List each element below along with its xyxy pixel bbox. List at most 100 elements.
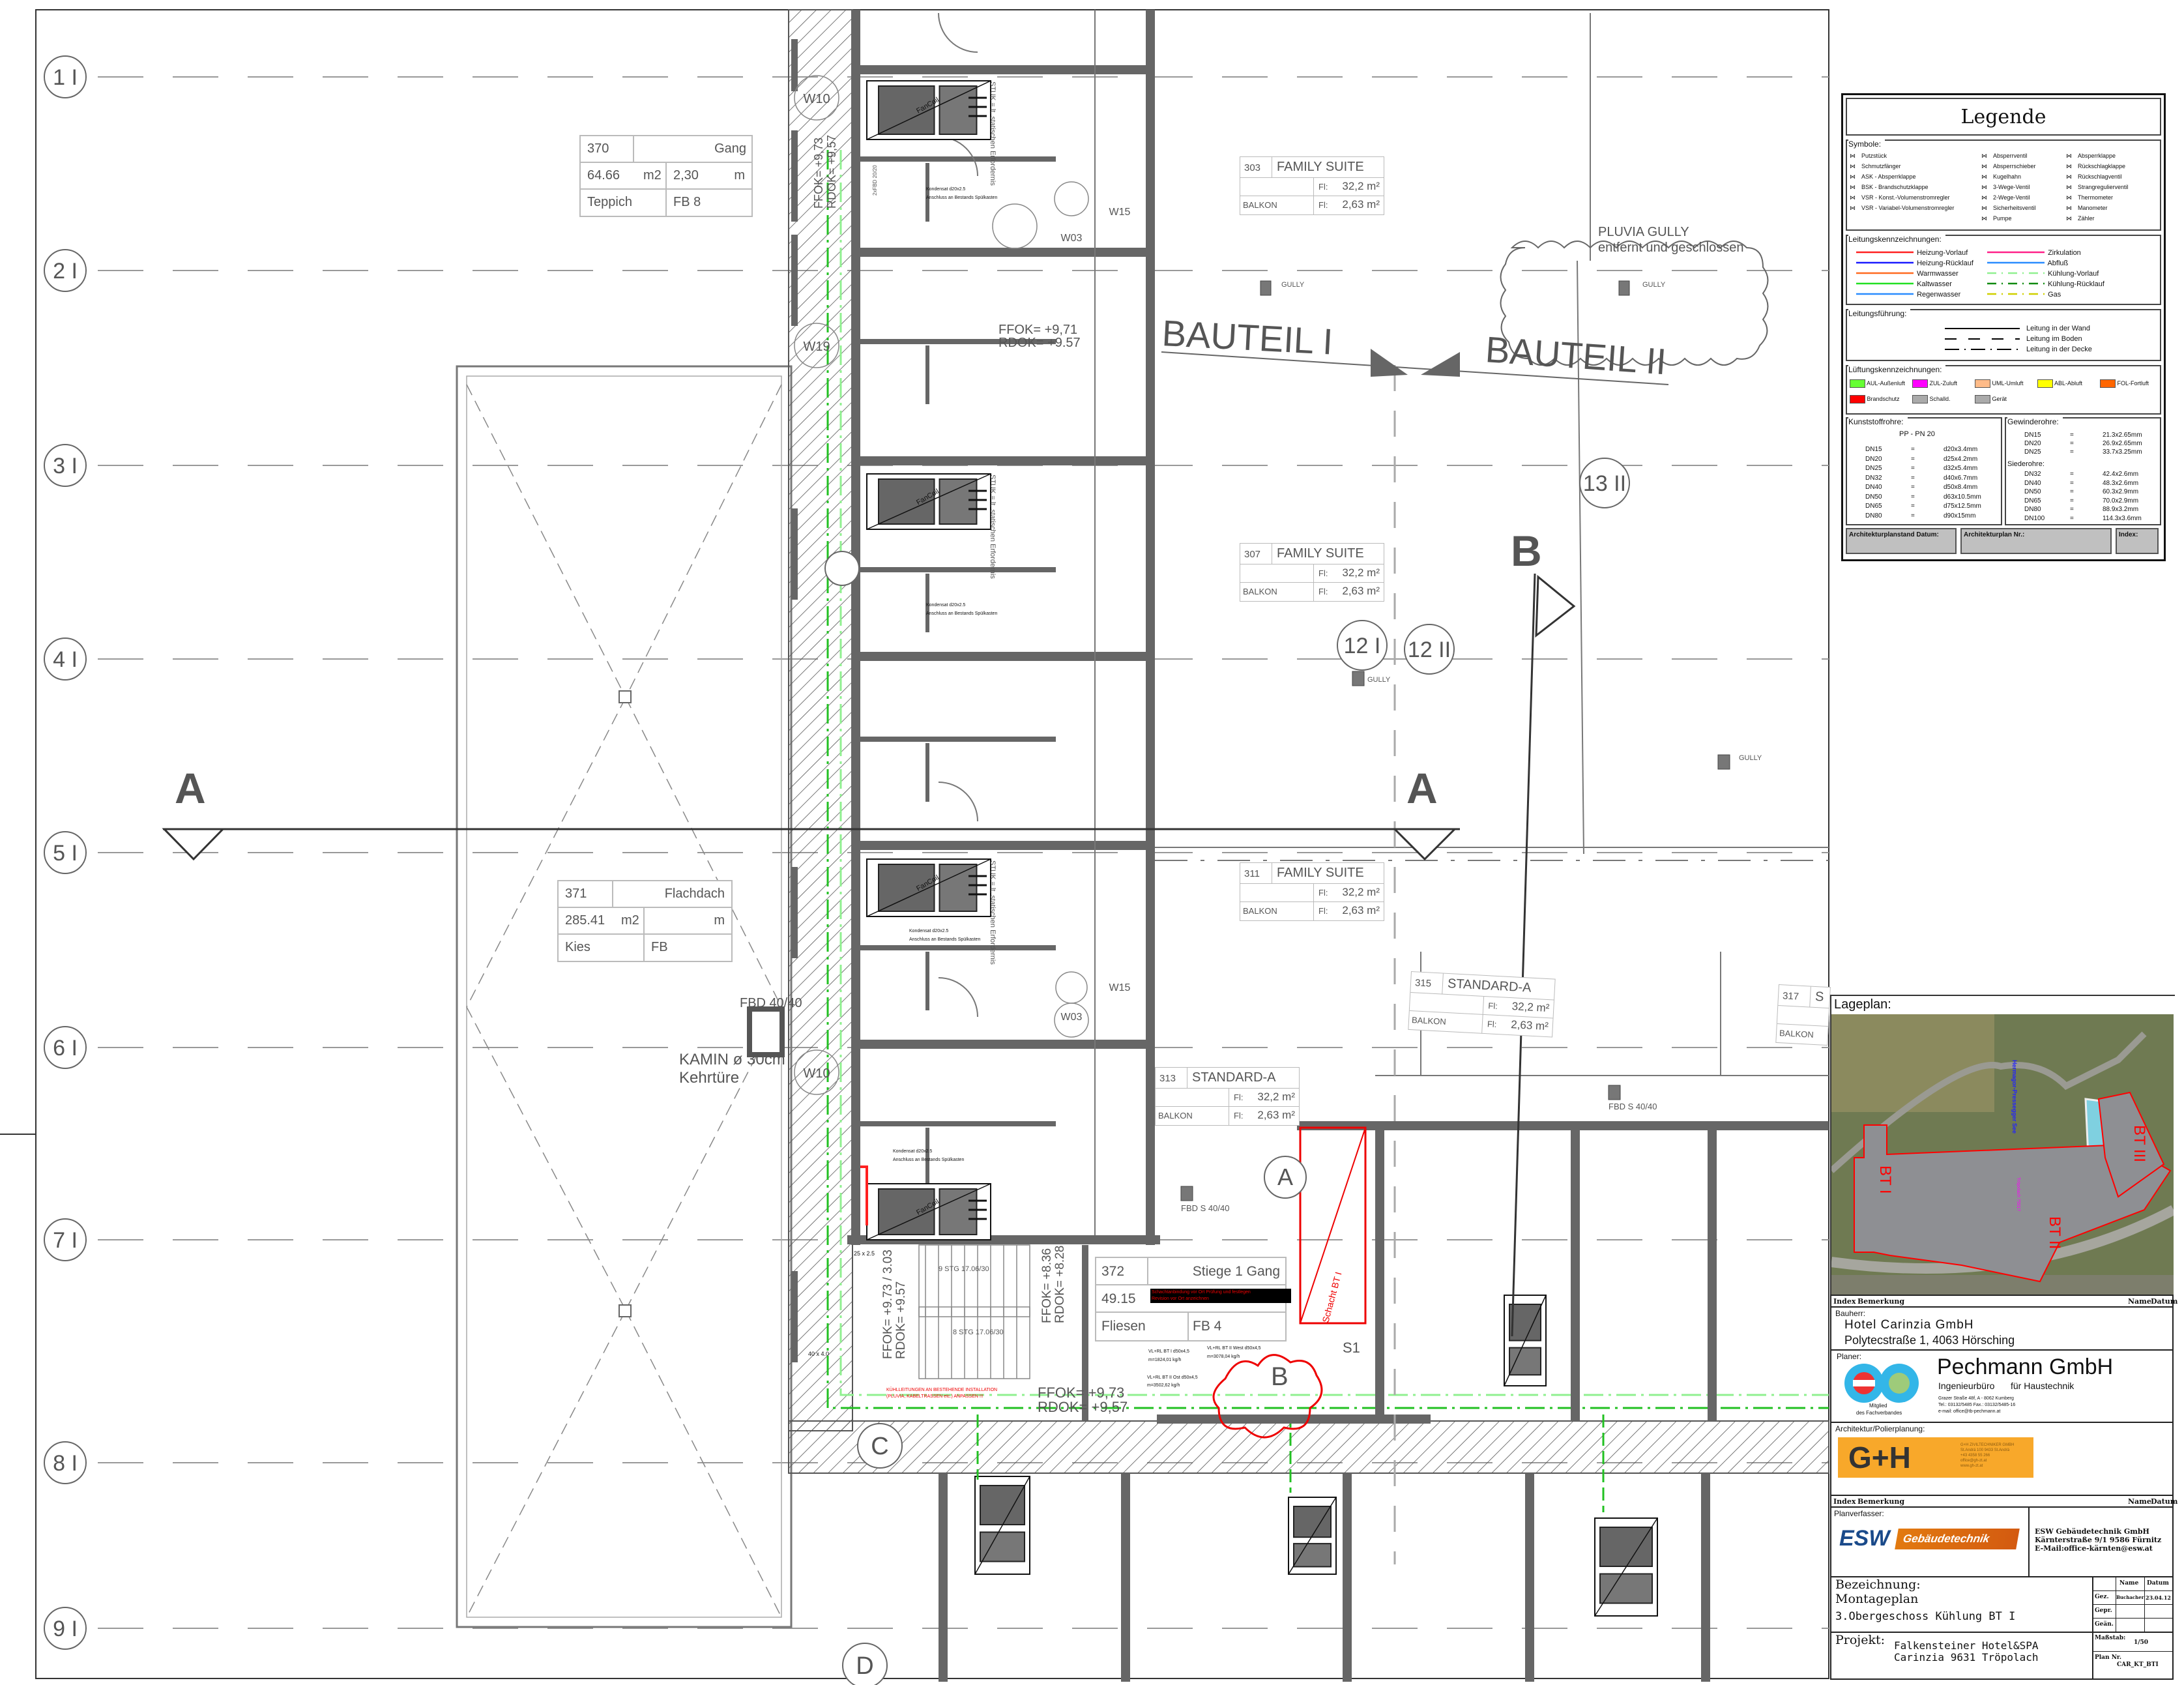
equals-sign: = (2070, 497, 2074, 505)
grid-axis-label: 6 I (53, 1036, 78, 1061)
equals-sign: = (2070, 479, 2074, 487)
rdok-level-vertical: RDOK= +9,57 (825, 135, 838, 209)
pipe-dimension: 88.9x3.2mm (2103, 506, 2139, 513)
legend-symbol-label: Zähler (2078, 215, 2095, 222)
legend-line-label: Heizung-Vorlauf (1917, 249, 1968, 257)
legend-air-item: UML-Umluft (1975, 379, 2024, 388)
condensate-note-2: Anschluss an Bestands Spülkasten (893, 1158, 964, 1162)
legend-symbol-item: ⋈Kugelhahn (1981, 173, 2021, 181)
esw-logo: ESW Gebäudetechnik (1839, 1526, 2022, 1551)
designation-subtitle: 3.Obergeschoss Kühlung BT I (1835, 1610, 2016, 1623)
ffok-level-vertical: FFOK= +9,73 (812, 138, 825, 209)
legend-line-item: Abfluß (1987, 259, 2068, 267)
legend-air-label: AUL-Außenluft (1867, 379, 1906, 387)
valve-symbol-icon: ⋈ (1981, 153, 1987, 159)
legend-line-label: Abfluß (2047, 259, 2069, 267)
room-name: S (1814, 989, 1824, 1004)
pipe-dimension: 60.3x2.9mm (2103, 488, 2139, 495)
ffok-stair: FFOK= +9.73 / 3.03 (881, 1250, 895, 1359)
planner-section: Planer: Mitglied des Fachverbandes Pechm… (1830, 1349, 2174, 1423)
fan-coil-unit (1504, 1295, 1547, 1386)
balcony-label: BALKON (1243, 200, 1277, 210)
legend-line-item: Kaltwasser (1856, 280, 1952, 288)
equals-sign: = (1911, 446, 1915, 453)
room-name: FAMILY SUITE (1277, 546, 1364, 561)
air-swatch-icon (2037, 379, 2053, 388)
legend-symbol-item: ⋈ASK - Absperrklappe (1850, 173, 1916, 181)
client-address: Polytecstraße 1, 4063 Hörsching (1844, 1334, 2015, 1347)
pipe-dimension: 48.3x2.6mm (2103, 479, 2139, 487)
legend-line-item: Heizung-Rücklauf (1856, 259, 1973, 267)
pipe-dimension: d40x6.7mm (1944, 474, 1978, 482)
legend-panel: Legende Symbole:⋈Putzstück⋈Schmutzfänger… (1841, 93, 2166, 561)
air-swatch-icon (1975, 395, 1990, 403)
legend-symbol-item: ⋈Rückschlagventil (2066, 173, 2122, 181)
pipe-dimension: 33.7x3.25mm (2103, 448, 2142, 456)
room-name: STANDARD-A (1192, 1070, 1276, 1085)
condensate-note-2: Anschluss an Bestands Spülkasten (909, 937, 980, 942)
room-number: 372 (1101, 1264, 1125, 1279)
legend-line-item: Zirkulation (1987, 249, 2081, 257)
routing-floor: Leitung im Boden (2026, 335, 2082, 343)
site-plan-label: Lageplan: (1834, 997, 1891, 1012)
sheet-frame (35, 9, 1829, 1679)
member-label-2: des Fachverbandes (1856, 1410, 1902, 1416)
esw-logo-text: ESW (1839, 1526, 1890, 1551)
legend-symbol-label: Absperrventil (1993, 153, 2028, 159)
designation-section: Bezeichnung: Montageplan 3.Obergeschoss … (1830, 1576, 2174, 1633)
room-floor: Teppich (587, 195, 632, 209)
pipe-dimension: 26.9x2.65mm (2103, 440, 2142, 447)
chimney-shaft (747, 1006, 785, 1057)
legend-symbol-label: Absperrschieber (1993, 163, 2036, 169)
legend-symbol-label: Kugelhahn (1993, 173, 2022, 180)
room-height: 2,30 (673, 168, 699, 183)
valve-symbol-icon: ⋈ (2066, 215, 2072, 222)
legend-line-item: Gas (1987, 291, 2061, 299)
window-tag: W10 (803, 1066, 830, 1081)
legend-symbol-label: VSR - Konst.-Volumenstromregler (1861, 194, 1950, 201)
legend-symbol-item: ⋈ Absperrventil (1981, 153, 2028, 160)
legend-line-item: Kühlung-Vorlauf (1987, 270, 2099, 278)
legend-air-item: AUL-Außenluft (1850, 379, 1905, 388)
site-plan-aerial-map: BT I BT II BT III Hermagor-Pressegger Se… (1831, 1014, 2174, 1296)
grid-axis-bubble: 5 I (44, 831, 87, 874)
name-header: Name (2128, 1497, 2151, 1506)
equals-sign: = (1911, 484, 1915, 491)
legend-symbol-label: Absperrklappe (2078, 153, 2116, 159)
index-header: Index (1833, 1497, 1856, 1506)
drawn-by-date: 23.04.12 (2146, 1594, 2171, 1601)
revision-cloud-red (1212, 1354, 1323, 1439)
room-area: 285.41 (565, 913, 605, 928)
pipe-dn: DN20 (1865, 455, 1882, 463)
area-label: Fl: (1488, 1001, 1498, 1012)
legend-air-label: FOL-Fortluft (2117, 379, 2149, 387)
balcony-area: 2,63 m² (1342, 585, 1380, 597)
legend-symbol-label: Strangregulierventil (2078, 184, 2129, 190)
planner-subtitle-2: für Haustechnik (2011, 1381, 2075, 1391)
legend-routing-header: Leitungsführung: (1848, 309, 1911, 318)
chimney-label: KAMIN ø 30cm (679, 1051, 785, 1068)
routing-ceiling: Leitung in der Decke (2026, 345, 2092, 353)
pipe-dim-label: 25 x 2.5 (854, 1250, 875, 1257)
planner-label: Planer: (1837, 1352, 1862, 1361)
b-marker-label: B (1271, 1362, 1289, 1391)
site-lake-label: Hermagor-Pressegger See (2011, 1060, 2018, 1134)
pipe-spec-bt2-east: VL+RL BT II Ost d50x4,5 (1147, 1375, 1198, 1380)
valve-symbol-icon: ⋈ (2066, 163, 2072, 169)
fan-coil-unit (974, 1476, 1030, 1575)
fbd-s-label: FBD S 40/40 (1609, 1102, 1657, 1111)
legend-symbol-item: ⋈Absperrklappe (2066, 153, 2116, 160)
arch-plan-index-field: Index: (2116, 528, 2159, 554)
pipe-dimension: 114.3x3.6mm (2103, 514, 2142, 522)
remark-header: Bemerkung (1857, 1297, 1905, 1306)
pipe-dn: DN20 (2024, 440, 2041, 447)
legend-symbol-item: ⋈Putzstück (1850, 153, 1887, 160)
architecture-section: Architektur/Polierplanung: G+H G+H ZIVIL… (1830, 1422, 2174, 1496)
section-a-left-label: A (175, 764, 206, 812)
legend-air-item: Brandschutz (1850, 395, 1900, 403)
grid-axis-bubble: 9 I (44, 1607, 87, 1650)
gully-label: GULLY (1739, 754, 1762, 762)
